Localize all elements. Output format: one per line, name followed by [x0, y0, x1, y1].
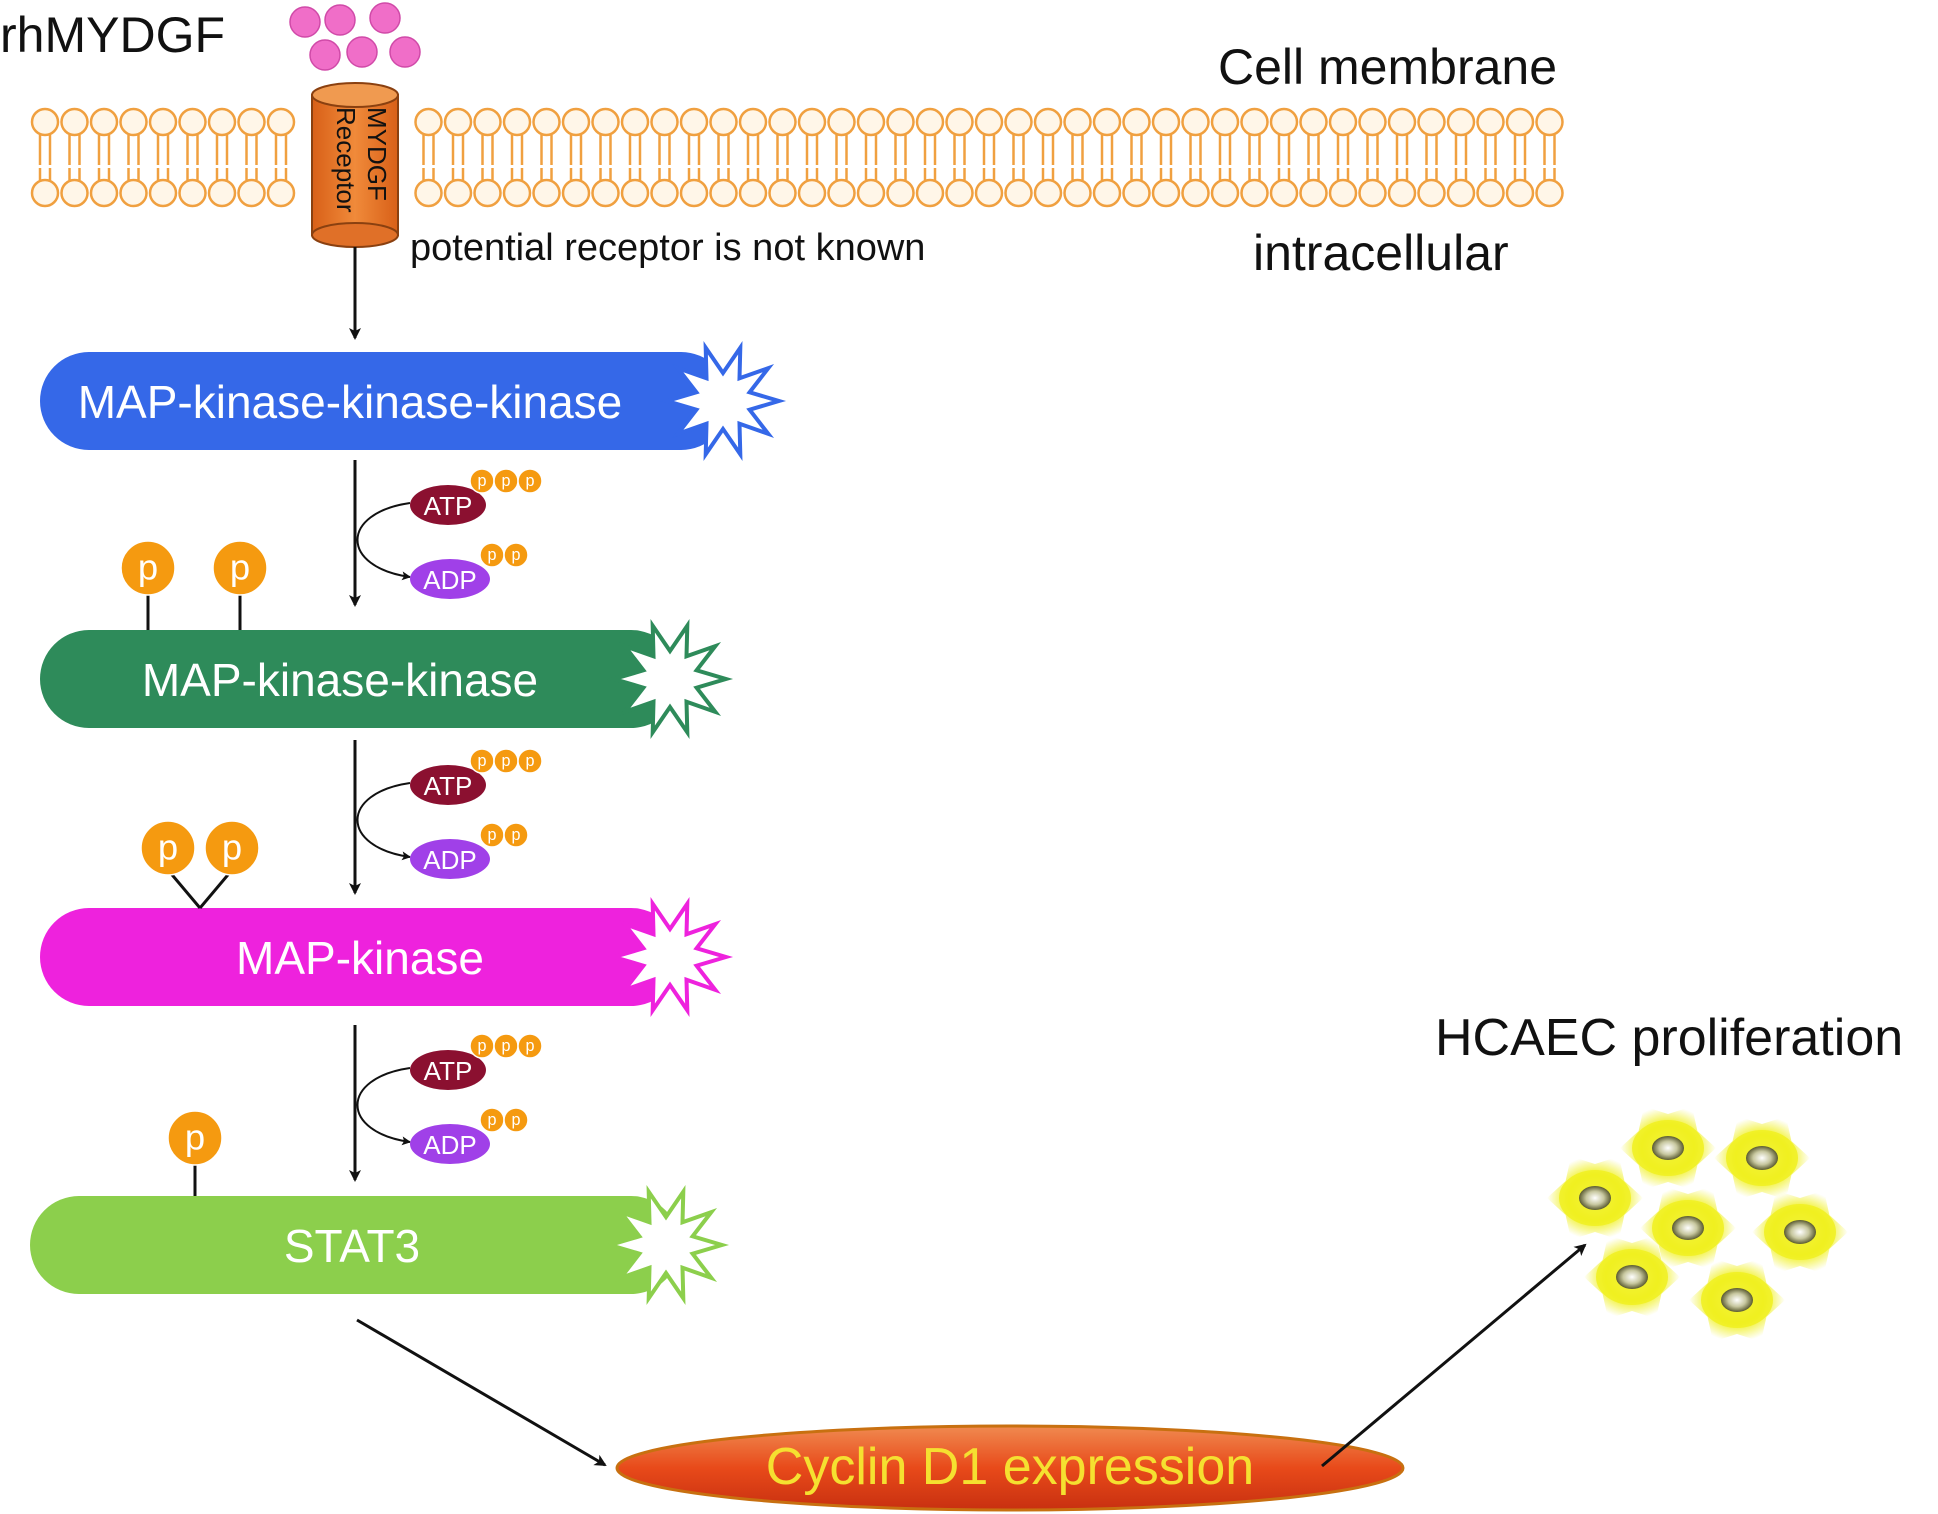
phosphate-group: p	[469, 468, 495, 494]
atp-label: ATP	[424, 491, 473, 521]
svg-text:p: p	[501, 472, 510, 490]
activation-star-icon	[606, 896, 734, 1018]
phosphate-group: p	[212, 540, 268, 596]
atp-label: ATP	[424, 771, 473, 801]
endothelial-cell-icon	[1714, 1116, 1810, 1200]
phosphate-group: p	[493, 1033, 519, 1059]
cyclin-to-proliferation-arrow	[1321, 1243, 1587, 1468]
endothelial-cell-icon	[1620, 1106, 1716, 1190]
ligand-molecule	[309, 39, 341, 71]
kinase-label: MAP-kinase-kinase-kinase	[78, 376, 623, 428]
phosphate-group: p	[469, 748, 495, 774]
svg-text:p: p	[525, 752, 534, 770]
proliferating-cells	[1547, 1106, 1848, 1342]
ligand-molecule	[324, 4, 356, 36]
kinase-node: MAP-kinase-kinase	[40, 618, 734, 740]
cyclin-label: Cyclin D1 expression	[766, 1438, 1254, 1496]
kinase-node: STAT3	[30, 1184, 730, 1306]
kinase-label: STAT3	[284, 1220, 420, 1272]
svg-text:p: p	[138, 546, 158, 587]
svg-text:p: p	[477, 1037, 486, 1055]
phosphate-group: p	[493, 748, 519, 774]
phosphate-group: p	[503, 1107, 529, 1133]
endothelial-cell-icon	[1640, 1186, 1736, 1270]
phosphate-group: p	[493, 468, 519, 494]
adp-label: ADP	[423, 845, 476, 875]
activation-star-icon	[659, 340, 787, 462]
svg-text:p: p	[525, 1037, 534, 1055]
activation-star-icon	[602, 1184, 730, 1306]
adp-label: ADP	[423, 565, 476, 595]
svg-text:p: p	[158, 826, 178, 867]
activation-star-icon	[606, 618, 734, 740]
stat3-to-cyclin-arrow	[356, 1318, 607, 1467]
svg-text:p: p	[487, 826, 496, 844]
ligand-molecules	[289, 2, 421, 71]
ligand-label: rhMYDGF	[0, 7, 225, 63]
svg-text:p: p	[230, 546, 250, 587]
atp-label: ATP	[424, 1056, 473, 1086]
phosphate-group: p	[479, 1107, 505, 1133]
ligand-molecule	[389, 36, 421, 68]
ligand-molecule	[346, 36, 378, 68]
kinase-node: MAP-kinase	[40, 896, 734, 1018]
svg-text:p: p	[511, 546, 520, 564]
svg-text:p: p	[477, 472, 486, 490]
mydgf-receptor: MYDGF Receptor	[311, 82, 399, 248]
svg-text:p: p	[222, 826, 242, 867]
svg-text:p: p	[477, 752, 486, 770]
kinase-cascade: MAP-kinase-kinase-kinaseMAP-kinase-kinas…	[30, 340, 787, 1306]
adp-label: ADP	[423, 1130, 476, 1160]
phosphate-group: p	[503, 542, 529, 568]
receptor-note: potential receptor is not known	[410, 227, 925, 269]
endothelial-cell-icon	[1584, 1235, 1680, 1319]
phosphate-group: p	[469, 1033, 495, 1059]
ligand-molecule	[369, 2, 401, 34]
ligand-molecule	[289, 6, 321, 38]
phosphate-group: p	[204, 820, 260, 876]
membrane-label: Cell membrane	[1218, 39, 1557, 95]
phosphate-group: p	[140, 820, 196, 876]
svg-text:p: p	[487, 546, 496, 564]
endothelial-cell-icon	[1752, 1190, 1848, 1274]
phospho-sites: p p p p p	[120, 540, 268, 1196]
phosphate-group: p	[479, 542, 505, 568]
endothelial-cell-icon	[1547, 1156, 1643, 1240]
kinase-node: MAP-kinase-kinase-kinase	[40, 340, 787, 462]
phosphate-group: p	[120, 540, 176, 596]
lipid-bilayer-membrane	[30, 107, 1564, 208]
phosphate-group: p	[517, 468, 543, 494]
phosphate-group: p	[517, 748, 543, 774]
kinase-label: MAP-kinase	[236, 932, 484, 984]
svg-text:p: p	[487, 1111, 496, 1129]
svg-text:p: p	[501, 1037, 510, 1055]
phosphate-group: p	[503, 822, 529, 848]
phosphate-group: p	[167, 1110, 223, 1166]
svg-text:p: p	[511, 1111, 520, 1129]
intracellular-label: intracellular	[1253, 225, 1509, 281]
phosphate-group: p	[479, 822, 505, 848]
phosphate-group: p	[517, 1033, 543, 1059]
svg-text:p: p	[501, 752, 510, 770]
svg-text:p: p	[185, 1116, 205, 1157]
outcome-label: HCAEC proliferation	[1435, 1009, 1903, 1067]
receptor-label-line1: MYDGF	[362, 107, 392, 201]
svg-text:p: p	[525, 472, 534, 490]
cyclin-d1-node: Cyclin D1 expression	[615, 1424, 1405, 1512]
svg-text:p: p	[511, 826, 520, 844]
receptor-label-line2: Receptor	[331, 107, 361, 213]
kinase-label: MAP-kinase-kinase	[142, 654, 538, 706]
endothelial-cell-icon	[1689, 1258, 1785, 1342]
